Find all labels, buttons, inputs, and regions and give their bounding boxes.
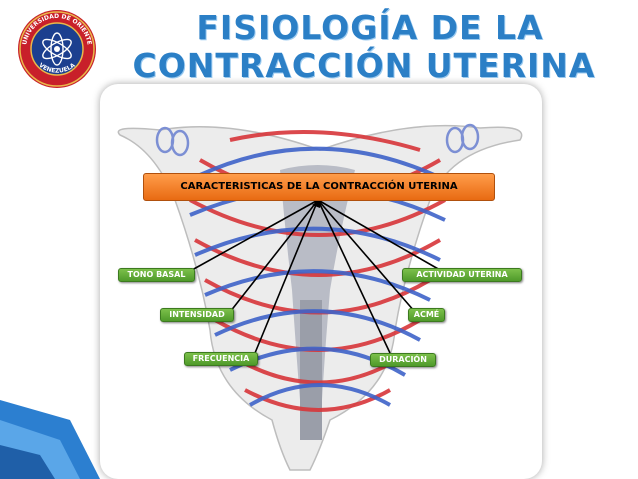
label-actividad-uterina: ACTIVIDAD UTERINA bbox=[402, 268, 522, 282]
slide-title-line-2: CONTRACCIÓN UTERINA bbox=[132, 46, 596, 85]
tube-coils bbox=[155, 123, 480, 157]
uterus-illustration bbox=[117, 123, 523, 471]
connector-lines bbox=[191, 199, 441, 354]
university-seal-icon: UNIVERSIDAD DE ORIENTE VENEZUELA bbox=[18, 10, 96, 88]
label-duracion: DURACIÓN bbox=[370, 353, 436, 367]
veins bbox=[189, 146, 446, 407]
label-acme: ACMÉ bbox=[408, 308, 445, 322]
slide-title-line-1: FISIOLOGÍA DE LA bbox=[196, 8, 544, 47]
label-intensidad: INTENSIDAD bbox=[160, 308, 234, 322]
label-tono-basal: TONO BASAL bbox=[118, 268, 195, 282]
label-frecuencia: FRECUENCIA bbox=[184, 352, 258, 366]
main-label-box: CARACTERISTICAS DE LA CONTRACCIÓN UTERIN… bbox=[143, 173, 495, 201]
